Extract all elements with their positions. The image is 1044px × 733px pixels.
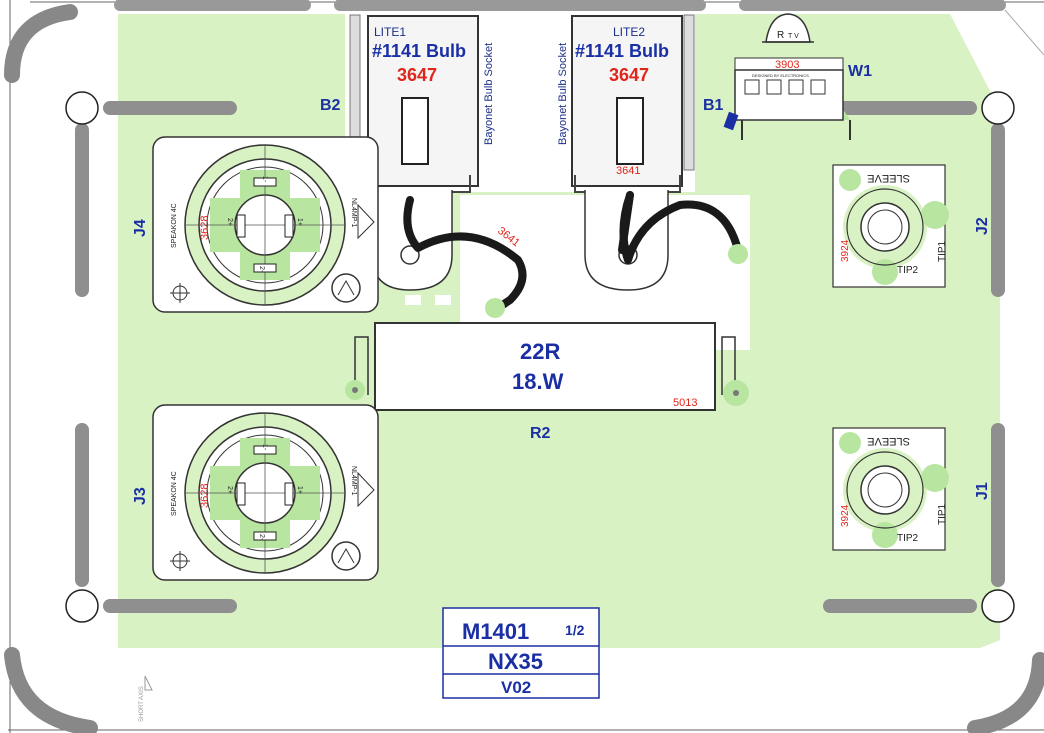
j2-code: 3924 — [840, 239, 851, 262]
lite2-code: 3647 — [609, 65, 649, 85]
r2-ref: R2 — [530, 425, 551, 442]
speakon-j3: J3 3628 SPEAKON 4C NL4MP-1 1- 1+ 2+ 2- — [132, 404, 379, 581]
speakon-j4: J4 3628 SPEAKON 4C NL4MP-1 1- 1+ 2+ 2- — [132, 136, 379, 313]
jack-j2: SLEEVE TIP1 TIP2 3924 J2 — [832, 164, 991, 288]
j1-sleeve: SLEEVE — [867, 435, 910, 447]
lamp-lite2: LITE2 #1141 Bulb 3647 3641 Bayonet Bulb … — [557, 14, 724, 193]
j2-tip2: TIP2 — [897, 265, 919, 276]
title-block: M1401 1/2 NX35 V02 — [442, 607, 600, 699]
rivet-top: R T V — [762, 13, 814, 43]
svg-text:2+: 2+ — [226, 486, 233, 494]
r2-power: 18.W — [512, 369, 564, 394]
title-version: V02 — [501, 678, 531, 697]
mounting-hole-br — [981, 589, 1015, 623]
j3-model: NL4MP-1 — [350, 466, 357, 496]
resistor-r2: 22R 18.W 5013 R2 — [345, 322, 749, 442]
lite1-code: 3647 — [397, 65, 437, 85]
connector-w1: 3903 DESIGNED BY ELECTRONICS W1 — [723, 57, 872, 140]
j3-brand: SPEAKON 4C — [171, 471, 178, 516]
corner-arc-bottom-right — [967, 652, 1044, 733]
svg-text:T V: T V — [788, 33, 799, 40]
mounting-holes — [65, 91, 1015, 623]
j2-sleeve: SLEEVE — [867, 172, 910, 184]
lite1-socket-label: Bayonet Bulb Socket — [483, 43, 495, 145]
j3-ref: J3 — [132, 487, 149, 505]
j1-tip2: TIP2 — [897, 533, 919, 544]
lamp-lite1: LITE1 #1141 Bulb 3647 Bayonet Bulb Socke… — [320, 14, 495, 193]
title-product: NX35 — [488, 649, 543, 674]
j1-tip1: TIP1 — [937, 503, 948, 525]
lite2-ref: LITE2 — [613, 25, 645, 39]
wire-traces — [403, 191, 742, 314]
mounting-bars — [75, 101, 1005, 613]
mounting-hole-bl — [65, 589, 99, 623]
mounting-hole-tl — [65, 91, 99, 125]
j4-ref: J4 — [132, 219, 149, 237]
wire-end-left — [485, 298, 505, 318]
short-axis-label: SHORT AXIS — [139, 686, 145, 722]
lite1-part: #1141 Bulb — [372, 41, 466, 61]
w1-fine-text: DESIGNED BY ELECTRONICS — [752, 73, 809, 78]
svg-text:1-: 1- — [261, 176, 268, 183]
corner-arc-bottom-left — [4, 647, 98, 733]
lite2-socket-label: Bayonet Bulb Socket — [557, 43, 569, 145]
lite2-subcode: 3641 — [616, 165, 640, 177]
j1-code: 3924 — [840, 504, 851, 527]
title-sheet: 1/2 — [565, 622, 585, 638]
wire-end-right — [728, 244, 748, 264]
frame-diagonal — [1004, 9, 1044, 56]
j1-ref: J1 — [974, 482, 991, 500]
mounting-hole-tr — [981, 91, 1015, 125]
b2-ref: B2 — [320, 97, 341, 114]
svg-text:R: R — [777, 30, 784, 41]
j4-model: NL4MP-1 — [350, 198, 357, 228]
w1-code: 3903 — [775, 59, 799, 71]
j3-code: 3628 — [199, 484, 211, 508]
j2-ref: J2 — [974, 217, 991, 235]
corner-arc-top-left — [4, 4, 78, 83]
j4-brand: SPEAKON 4C — [171, 203, 178, 248]
svg-text:1-: 1- — [261, 444, 268, 451]
r2-code: 5013 — [673, 397, 697, 409]
svg-text:1+: 1+ — [296, 486, 303, 494]
jack-j1: SLEEVE TIP1 TIP2 3924 J1 — [832, 427, 991, 551]
w1-ref: W1 — [848, 63, 872, 80]
short-axis-marker: SHORT AXIS — [139, 675, 153, 722]
title-model: M1401 — [462, 619, 529, 644]
j2-tip1: TIP1 — [937, 240, 948, 262]
r2-value: 22R — [520, 339, 560, 364]
svg-text:2-: 2- — [258, 534, 265, 541]
lite2-part: #1141 Bulb — [575, 41, 669, 61]
b1-ref: B1 — [703, 97, 724, 114]
lite1-ref: LITE1 — [374, 25, 406, 39]
svg-text:1+: 1+ — [296, 218, 303, 226]
svg-text:2+: 2+ — [226, 218, 233, 226]
j4-code: 3628 — [199, 216, 211, 240]
svg-text:2-: 2- — [258, 266, 265, 273]
